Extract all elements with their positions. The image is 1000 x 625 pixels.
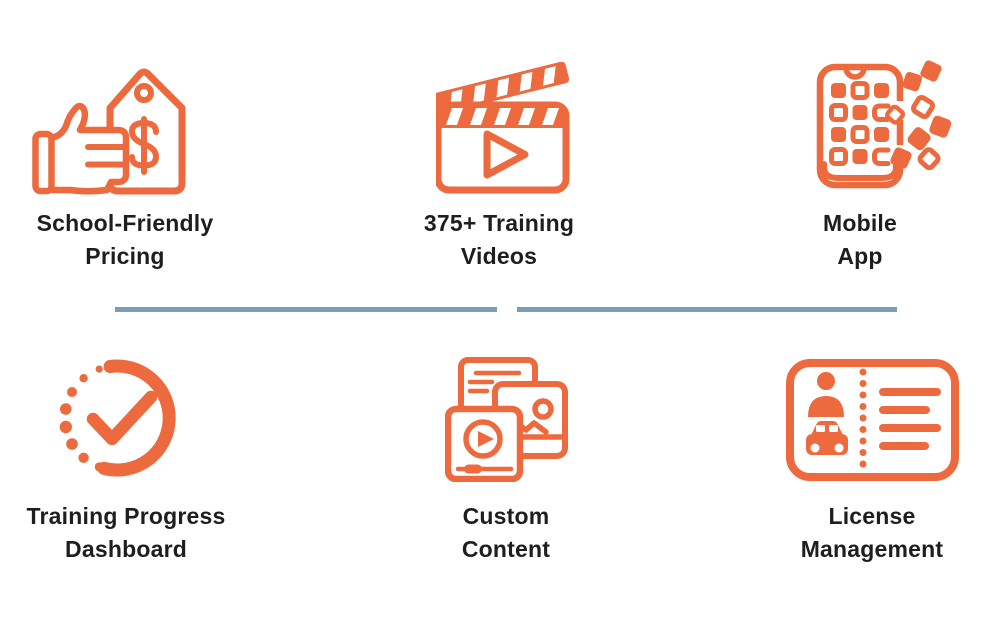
- feature-label-line1: Mobile: [822, 210, 898, 236]
- license-card-icon: [785, 352, 960, 482]
- feature-label-line2: App: [837, 243, 883, 269]
- feature-label: School-Friendly Pricing: [37, 207, 214, 273]
- feature-training-progress-dashboard: Training Progress Dashboard: [0, 352, 296, 566]
- license-card-svg: [785, 359, 959, 481]
- feature-label-line2: Content: [461, 536, 551, 562]
- smartphone-apps-icon: [816, 55, 961, 197]
- smartphone-apps-svg: [816, 60, 951, 189]
- feature-label-line1: 375+ Training: [423, 210, 575, 236]
- feature-label-line1: School-Friendly: [36, 210, 214, 236]
- feature-license-management: License Management: [702, 352, 1000, 566]
- feature-label-line2: Pricing: [85, 243, 165, 269]
- media-stack-svg: [444, 357, 568, 482]
- thumbs-up-price-tag-icon: [31, 55, 187, 197]
- feature-label-line2: Videos: [460, 243, 538, 269]
- divider-line-left: [115, 307, 497, 312]
- feature-label-line1: Training Progress: [26, 503, 226, 529]
- thumbs-up-price-tag-svg: [31, 68, 185, 195]
- feature-label-line1: License: [828, 503, 916, 529]
- progress-check-svg: [59, 359, 176, 477]
- feature-label: 375+ Training Videos: [424, 207, 574, 273]
- feature-label-line1: Custom: [462, 503, 550, 529]
- feature-label-line2: Dashboard: [65, 536, 187, 562]
- feature-label: Mobile App: [823, 207, 897, 273]
- feature-school-friendly-pricing: School-Friendly Pricing: [0, 55, 295, 273]
- feature-mobile-app: Mobile App: [690, 55, 1000, 273]
- clapperboard-play-icon: [436, 55, 578, 197]
- feature-label: License Management: [801, 500, 944, 566]
- feature-custom-content: Custom Content: [336, 352, 676, 566]
- feature-label-line2: Management: [800, 536, 944, 562]
- progress-check-icon: [54, 352, 181, 482]
- feature-label: Custom Content: [462, 500, 550, 566]
- divider-line-right: [517, 307, 897, 312]
- media-stack-icon: [444, 352, 568, 482]
- feature-label: Training Progress Dashboard: [27, 500, 226, 566]
- clapperboard-play-svg: [436, 62, 570, 194]
- feature-training-videos: 375+ Training Videos: [329, 55, 669, 273]
